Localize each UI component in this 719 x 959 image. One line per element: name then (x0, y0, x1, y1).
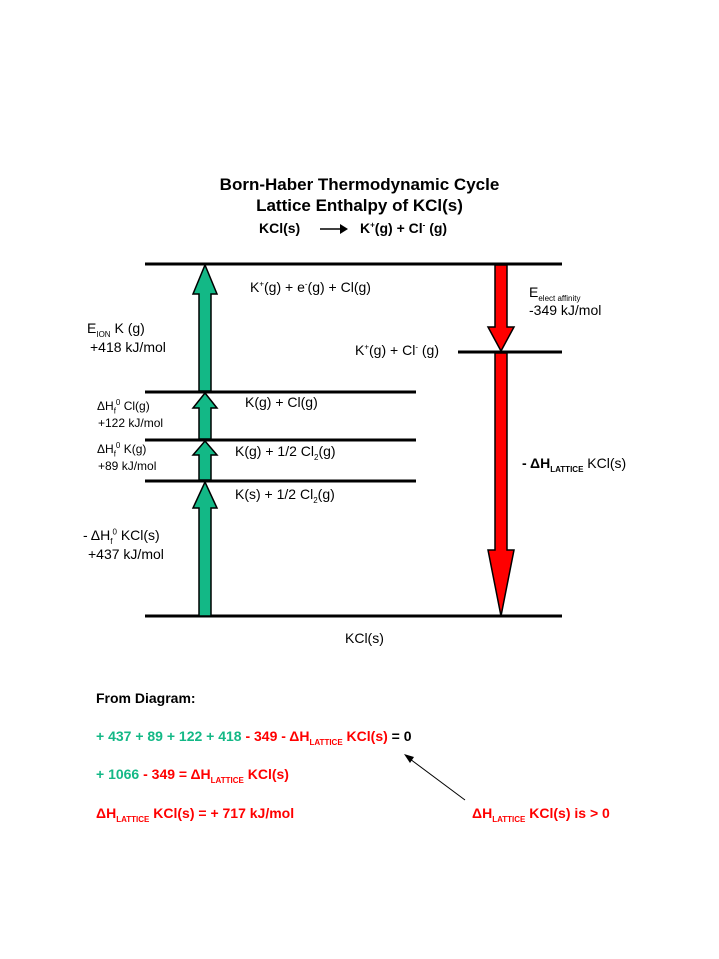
value-ionization-energy: +418 kJ/mol (90, 339, 166, 355)
arrow-ionization-energy (191, 263, 219, 392)
arrow-enthalpy-formation-kcl (191, 480, 219, 617)
label-enthalpy-formation-kcl: - ΔHf0 KCl(s) (83, 527, 160, 546)
diagram-title: Born-Haber Thermodynamic Cycle (219, 175, 500, 194)
label-ionization-energy: EION K (g) (87, 320, 145, 339)
arrow-enthalpy-k-gas (191, 439, 219, 481)
label-level-k-gas: K(g) + 1/2 Cl2(g) (235, 443, 336, 462)
reaction-reactant: KCl(s) (259, 220, 301, 236)
value-enthalpy-k-gas: +89 kJ/mol (98, 459, 157, 473)
reaction-products: K+(g) + Cl- (g) (360, 220, 448, 236)
label-level-bottom: KCl(s) (345, 630, 384, 646)
reaction-arrow-icon (320, 224, 348, 234)
calc-note: ΔHLATTICE KCl(s) is > 0 (472, 805, 610, 824)
value-enthalpy-formation-kcl: +437 kJ/mol (88, 546, 164, 562)
label-level-k-solid: K(s) + 1/2 Cl2(g) (235, 486, 335, 505)
label-level-top: K+(g) + e-(g) + Cl(g) (250, 279, 371, 295)
label-electron-affinity: Eelect affinity (529, 284, 581, 303)
calc-line-3: ΔHLATTICE KCl(s) = + 717 kJ/mol (96, 805, 295, 824)
label-level-ions: K+(g) + Cl- (g) (355, 342, 439, 358)
arrow-lattice-enthalpy (487, 352, 515, 617)
arrow-enthalpy-cl-gas (191, 391, 219, 440)
label-enthalpy-cl-gas: ΔHf0 Cl(g) (97, 398, 150, 416)
label-lattice-enthalpy: - ΔHLATTICE KCl(s) (522, 455, 627, 474)
diagram-subtitle: Lattice Enthalpy of KCl(s) (256, 196, 463, 215)
calc-line-2: + 1066 - 349 = ΔHLATTICE KCl(s) (96, 766, 289, 785)
value-electron-affinity: -349 kJ/mol (529, 302, 602, 318)
label-level-atoms: K(g) + Cl(g) (245, 394, 318, 410)
calc-heading: From Diagram: (96, 690, 196, 706)
value-enthalpy-cl-gas: +122 kJ/mol (98, 416, 164, 430)
calc-line-1: + 437 + 89 + 122 + 418 - 349 - ΔHLATTICE… (96, 728, 412, 747)
label-enthalpy-k-gas: ΔHf0 K(g) (97, 441, 147, 459)
arrow-electron-affinity (486, 264, 516, 353)
reaction-equation: KCl(s) (259, 220, 300, 236)
annotation-arrow-icon (404, 754, 466, 801)
